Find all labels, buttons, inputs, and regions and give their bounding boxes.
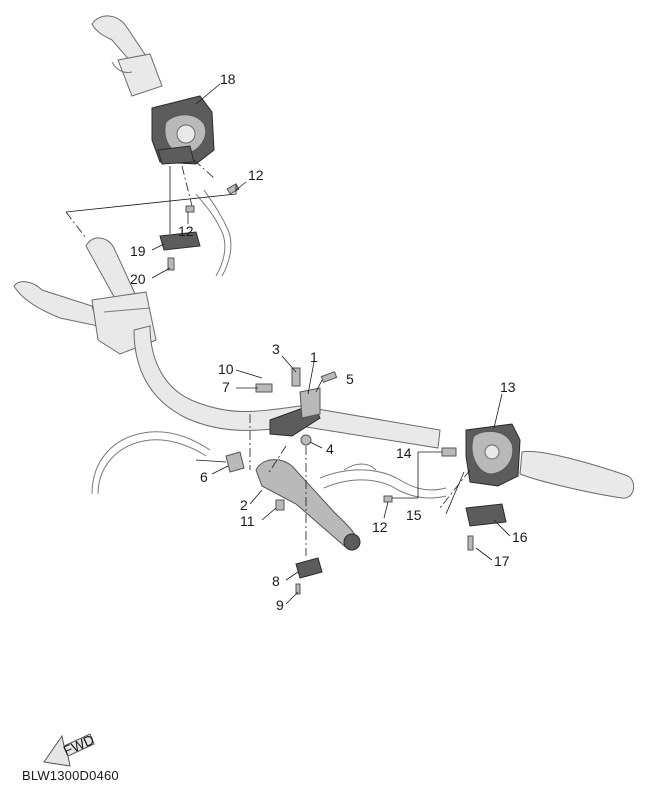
callout-12: 12 — [178, 223, 194, 239]
callout-1: 1 — [310, 349, 318, 365]
callout-12: 12 — [248, 167, 264, 183]
clutch-cable — [91, 431, 211, 495]
left-switch-hardware — [159, 159, 240, 277]
adjuster-6 — [195, 451, 245, 473]
callout-19: 19 — [130, 243, 146, 259]
handlebar — [13, 237, 635, 499]
lever-holder-1 — [255, 367, 338, 446]
callout-3: 3 — [272, 341, 280, 357]
callout-14: 14 — [396, 445, 412, 461]
left-switch-assembly-18 — [151, 95, 215, 165]
clutch-lever-2 — [255, 459, 361, 551]
callout-20: 20 — [130, 271, 146, 287]
callout-10: 10 — [218, 361, 234, 377]
callout-18: 18 — [220, 71, 236, 87]
fwd-label: FWD — [61, 731, 97, 759]
callout-5: 5 — [346, 371, 354, 387]
callout-16: 16 — [512, 529, 528, 545]
callout-11: 11 — [240, 513, 255, 529]
callout-4: 4 — [326, 441, 334, 457]
upper-left-grip — [91, 15, 163, 97]
callout-17: 17 — [494, 553, 510, 569]
leader-lines — [151, 83, 511, 605]
throttle-cables — [319, 447, 457, 503]
right-switch-assembly-13 — [465, 423, 521, 487]
callout-15: 15 — [406, 507, 422, 523]
callout-7: 7 — [222, 379, 230, 395]
callout-9: 9 — [276, 597, 284, 613]
callout-13: 13 — [500, 379, 516, 395]
callout-6: 6 — [200, 469, 208, 485]
callouts: 18 12 12 19 20 3 1 10 7 5 4 6 2 11 8 9 1… — [130, 71, 528, 613]
lever-switch-8 — [295, 557, 323, 595]
right-switch-hardware — [392, 451, 507, 551]
callout-8: 8 — [272, 573, 280, 589]
callout-2: 2 — [240, 497, 248, 513]
callout-12: 12 — [372, 519, 388, 535]
diagram-code: BLW1300D0460 — [22, 768, 119, 783]
fwd-arrow-icon: FWD — [43, 731, 97, 767]
explode-bracket — [65, 184, 237, 213]
